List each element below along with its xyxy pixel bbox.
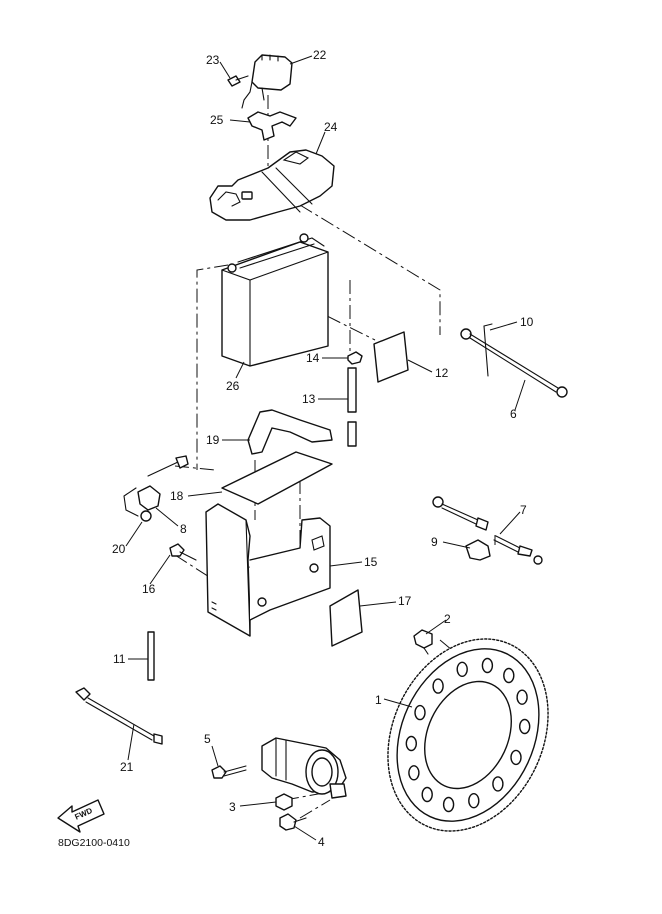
rotor-hole bbox=[421, 786, 433, 803]
battery-band bbox=[247, 409, 333, 455]
callout-24: 24 bbox=[324, 120, 338, 134]
callout-5: 5 bbox=[204, 732, 211, 746]
battery-plus-lead bbox=[123, 455, 189, 522]
rotor-disc bbox=[387, 638, 549, 832]
rotor-hole bbox=[468, 793, 480, 809]
callout-12: 12 bbox=[435, 366, 449, 380]
rotor-hole bbox=[408, 765, 420, 781]
callout-19: 19 bbox=[206, 433, 220, 447]
battery-minus-lead bbox=[460, 323, 568, 398]
battery-box bbox=[205, 503, 331, 637]
callout-23: 23 bbox=[206, 53, 220, 67]
battery-cover bbox=[209, 149, 335, 221]
rotor-hole bbox=[405, 735, 417, 752]
callout-4: 4 bbox=[318, 835, 325, 849]
forward-arrow-icon: FWD bbox=[57, 799, 105, 833]
callout-9: 9 bbox=[431, 535, 438, 549]
starter-motor-lead bbox=[432, 496, 543, 565]
terminal-cover bbox=[137, 485, 161, 511]
callout-25: 25 bbox=[210, 113, 224, 127]
callout-6: 6 bbox=[510, 407, 517, 421]
drawing-code: 8DG2100-0410 bbox=[58, 837, 130, 849]
callout-3: 3 bbox=[229, 800, 236, 814]
battery-pad bbox=[373, 331, 409, 383]
callout-22: 22 bbox=[313, 48, 327, 62]
starter-bolt bbox=[211, 765, 247, 779]
mounting-bolt bbox=[279, 813, 307, 831]
breather-hose bbox=[347, 367, 357, 447]
rotor-hole bbox=[492, 776, 504, 792]
callout-labels: 1 2 3 4 5 6 7 8 9 10 11 12 13 14 15 16 1… bbox=[112, 48, 534, 849]
callout-2: 2 bbox=[444, 612, 451, 626]
callout-11: 11 bbox=[113, 652, 126, 666]
callout-20: 20 bbox=[112, 542, 126, 556]
rotor-hole bbox=[432, 678, 444, 694]
leader-lines bbox=[125, 55, 526, 841]
callout-1: 1 bbox=[375, 693, 382, 707]
hose-clamp bbox=[347, 351, 363, 365]
nut bbox=[275, 793, 293, 811]
rotor-hole bbox=[456, 661, 468, 677]
cable-band bbox=[147, 631, 155, 681]
callout-16: 16 bbox=[142, 582, 156, 596]
starter-relay bbox=[241, 54, 293, 109]
battery-seat-sheet bbox=[221, 451, 333, 505]
relay-bolt bbox=[227, 75, 249, 87]
rotor-hole bbox=[510, 749, 522, 766]
rotor-hole bbox=[414, 704, 426, 721]
rotor-hole bbox=[442, 796, 455, 813]
callout-18: 18 bbox=[170, 489, 184, 503]
callout-15: 15 bbox=[364, 555, 378, 569]
rotor-hole bbox=[481, 657, 494, 674]
callout-10: 10 bbox=[520, 315, 534, 329]
damper-sheet bbox=[329, 589, 363, 647]
battery bbox=[221, 233, 329, 367]
callout-17: 17 bbox=[398, 594, 412, 608]
relay-bracket bbox=[247, 111, 297, 141]
rotor-hole bbox=[503, 667, 515, 684]
callout-7: 7 bbox=[520, 503, 527, 517]
rotor-hole bbox=[516, 689, 528, 705]
lead-cover bbox=[465, 539, 491, 561]
callout-14: 14 bbox=[306, 351, 320, 365]
callout-13: 13 bbox=[302, 392, 316, 406]
box-bolt bbox=[169, 543, 197, 561]
sub-wire-harness bbox=[75, 687, 163, 745]
rotor-bolt bbox=[413, 629, 433, 655]
callout-8: 8 bbox=[180, 522, 187, 536]
rotor-hole bbox=[519, 718, 531, 735]
callout-26: 26 bbox=[226, 379, 240, 393]
callout-21: 21 bbox=[120, 760, 134, 774]
starter-motor bbox=[261, 737, 347, 799]
